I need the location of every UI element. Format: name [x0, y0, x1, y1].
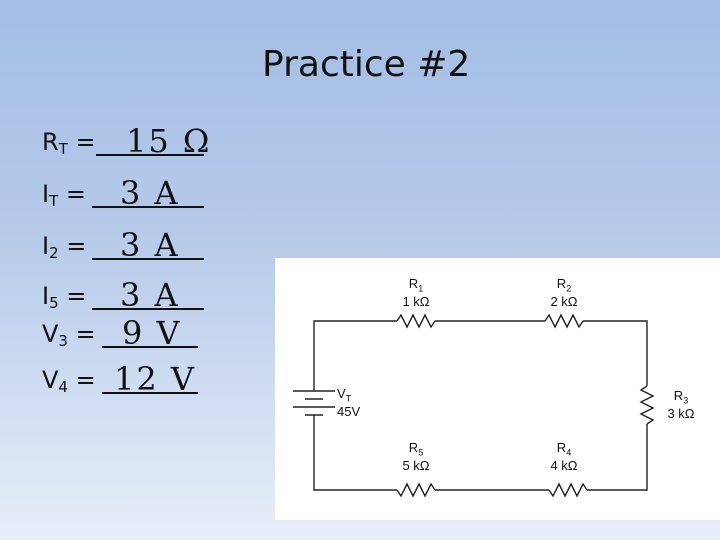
answer-label: RT = [42, 128, 96, 158]
answer-blank-line [102, 346, 198, 348]
resistor-r2-symbol [544, 313, 584, 329]
answer-value: 3 A [120, 276, 180, 314]
wire-bottom-left [313, 420, 397, 491]
answer-label: V4 = [42, 366, 96, 396]
resistor-r5-symbol [396, 482, 436, 498]
r4-label: R4 4 kΩ [550, 440, 578, 473]
answer-value: 9 V [122, 314, 182, 352]
answer-value: 12 V [114, 360, 196, 398]
answer-blank-line [92, 206, 204, 208]
wire-top [313, 320, 397, 332]
r2-label: R2 2 kΩ [550, 276, 578, 309]
circuit-diagram: R1 1 kΩ R2 2 kΩ R3 3 kΩ R5 5 kΩ R4 4 kΩ … [275, 258, 720, 520]
r1-label: R1 1 kΩ [402, 276, 430, 309]
source-label: VT 45V [337, 386, 361, 419]
answer-value: 15 Ω [126, 122, 212, 160]
answer-blank-line [102, 392, 198, 394]
answer-label: IT = [42, 180, 86, 210]
circuit-schematic [293, 313, 655, 498]
answer-label: V3 = [42, 320, 96, 350]
r3-label: R3 3 kΩ [667, 388, 695, 421]
resistor-r1-symbol [396, 313, 436, 329]
answer-label: I5 = [42, 282, 87, 312]
wire-top-right [583, 320, 648, 386]
answer-value: 3 A [120, 174, 180, 212]
r5-label: R5 5 kΩ [402, 440, 430, 473]
answer-blank-line [92, 258, 204, 260]
answer-blank-line [92, 308, 204, 310]
slide-title: Practice #2 [262, 44, 471, 85]
answer-label: I2 = [42, 232, 87, 262]
answer-blank-line [96, 154, 204, 156]
wire-right-bottom [587, 424, 648, 491]
resistor-r4-symbol [548, 482, 588, 498]
resistor-r3-symbol [639, 385, 655, 425]
answer-value: 3 A [120, 226, 180, 264]
